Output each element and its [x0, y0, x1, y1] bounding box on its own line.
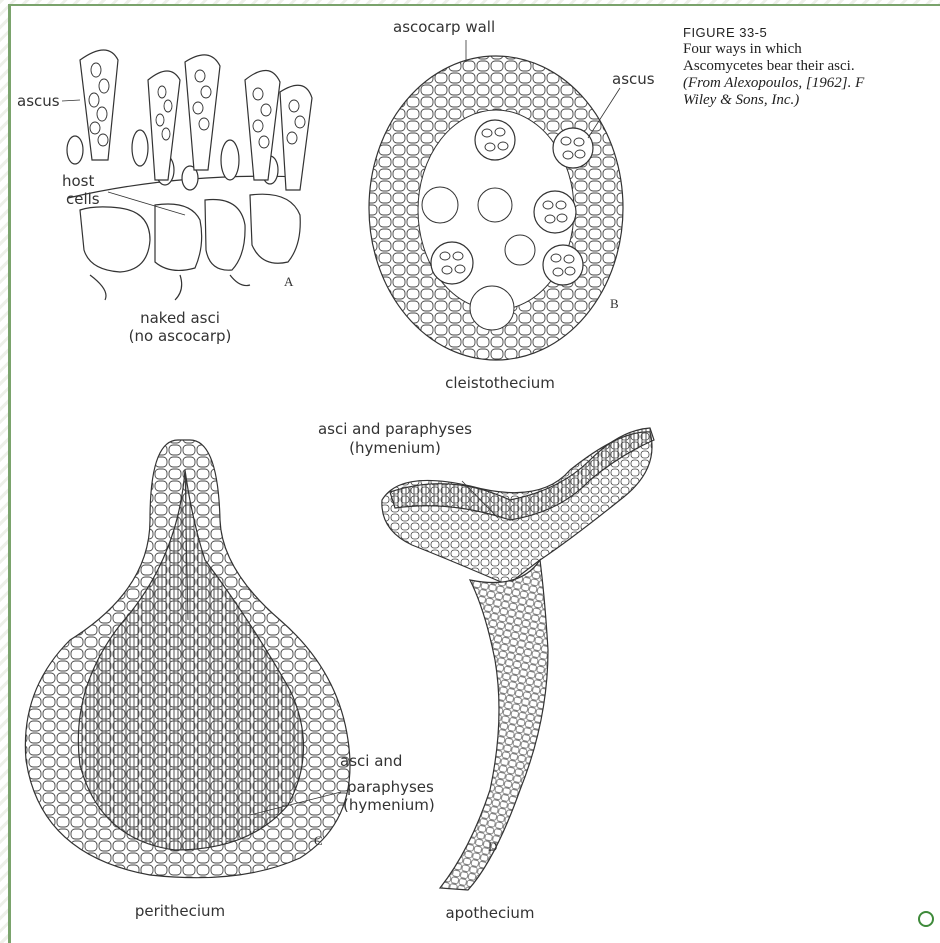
caption-line-2: Ascomycetes bear their asci.: [683, 58, 940, 75]
panel-c-drawing: [25, 440, 350, 878]
figure-caption: FIGURE 33-5 Four ways in which Ascomycet…: [683, 24, 940, 109]
label-hymenium-c-1: asci and: [340, 752, 402, 770]
label-hymenium-d-1: asci and paraphyses: [300, 420, 490, 438]
label-ascocarp-wall: ascocarp wall: [393, 18, 495, 36]
panel-a-subtitle: (no ascocarp): [110, 327, 250, 345]
panel-b-title: cleistothecium: [420, 374, 580, 392]
panel-d-letter: D: [488, 839, 497, 855]
panel-a-title: naked asci: [110, 309, 250, 327]
panel-a-letter: A: [284, 274, 293, 290]
figure-number: FIGURE 33-5: [683, 24, 940, 41]
panel-b-letter: B: [610, 296, 619, 312]
label-hymenium-d-2: (hymenium): [300, 439, 490, 457]
panel-d-title: apothecium: [410, 904, 570, 922]
label-ascus-a: ascus: [17, 92, 60, 110]
panel-d-drawing: [382, 428, 654, 890]
panel-a-drawing: [62, 50, 312, 300]
panel-b-drawing: [369, 40, 623, 360]
label-hymenium-c-2: paraphyses: [347, 778, 434, 796]
label-cells: cells: [66, 190, 100, 208]
panel-c-title: perithecium: [100, 902, 260, 920]
label-hymenium-c-3: (hymenium): [343, 796, 435, 814]
circle-icon: [918, 911, 934, 927]
panel-c-letter: C: [314, 833, 323, 849]
label-ascus-b: ascus: [612, 70, 655, 88]
caption-credit-2: Wiley & Sons, Inc.): [683, 92, 940, 109]
label-host: host: [62, 172, 94, 190]
caption-credit-1: (From Alexopoulos, [1962]. F: [683, 75, 940, 92]
caption-line-1: Four ways in which: [683, 41, 940, 58]
